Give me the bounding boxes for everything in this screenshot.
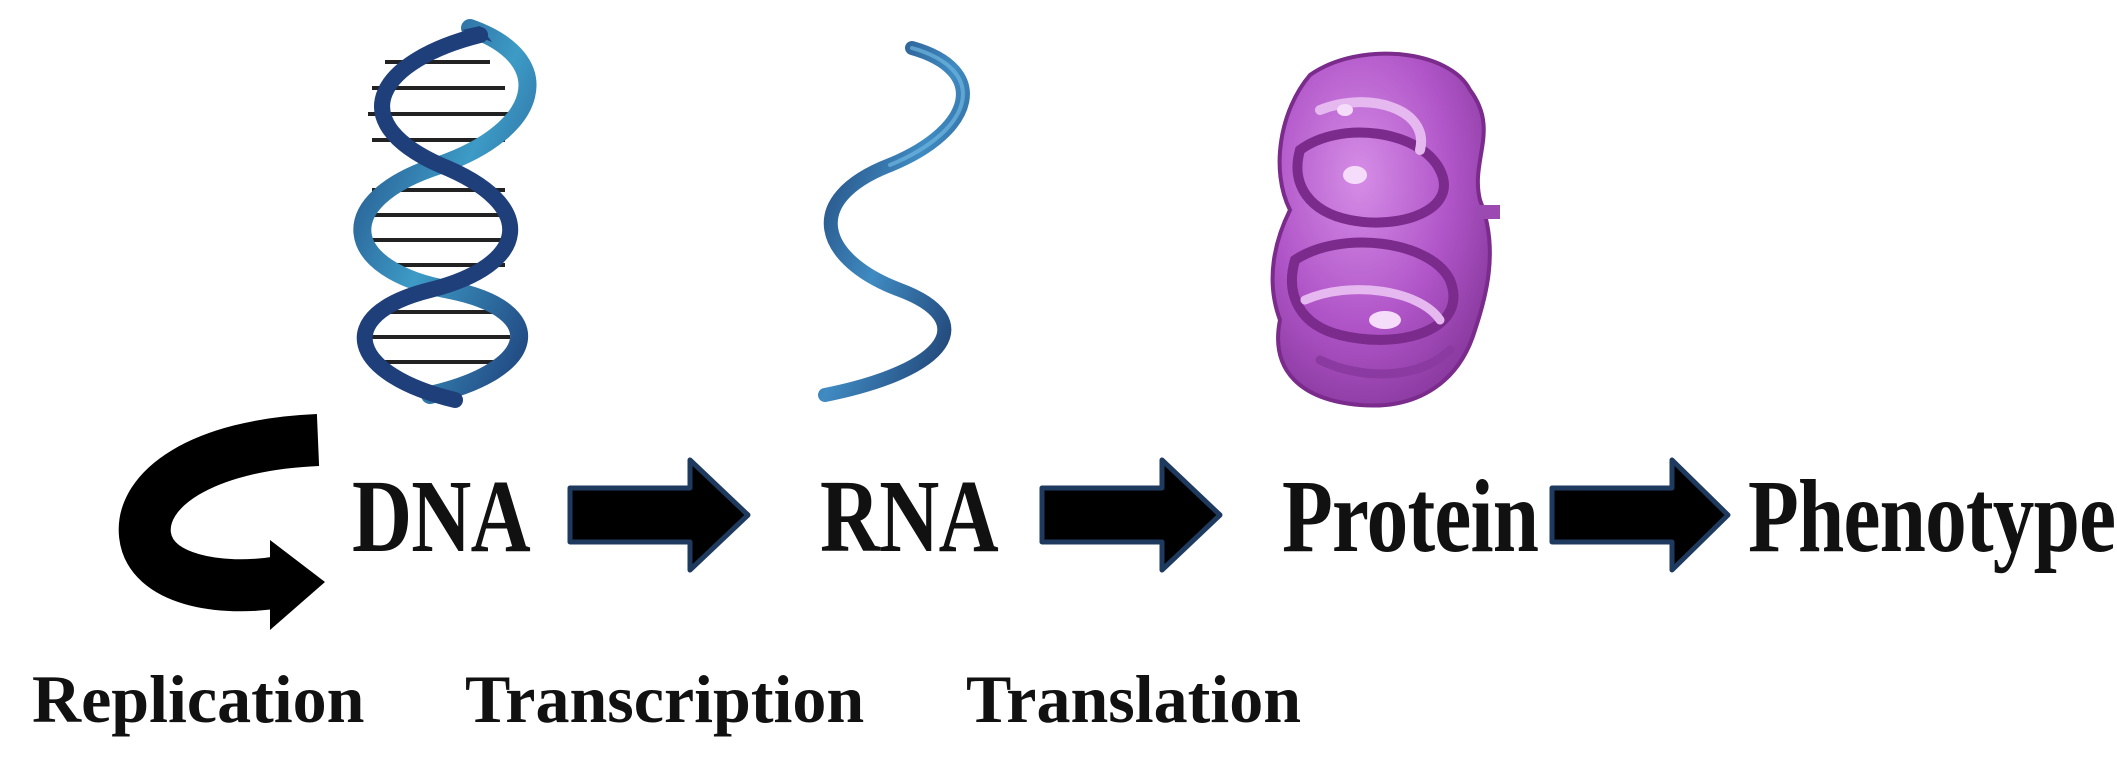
rna-strand-icon: [818, 41, 970, 402]
protein-label: Protein: [1282, 459, 1539, 574]
transcription-label: Transcription: [465, 661, 865, 737]
arrow-dna-to-rna-icon: [567, 457, 751, 573]
arrow-rna-to-protein-icon: [1039, 457, 1223, 573]
protein-structure-icon: [1270, 51, 1500, 408]
dna-strand-b: [356, 27, 519, 408]
dna-label: DNA: [352, 459, 531, 574]
dna-strand-a: [353, 19, 537, 404]
arrow-protein-to-phenotype-icon: [1549, 457, 1731, 573]
replication-label: Replication: [32, 661, 365, 737]
replication-curved-arrow-icon: [118, 414, 325, 630]
phenotype-label: Phenotype: [1748, 459, 2116, 574]
dna-helix-icon: [353, 19, 537, 408]
rna-label: RNA: [820, 459, 999, 574]
translation-label: Translation: [966, 661, 1302, 737]
